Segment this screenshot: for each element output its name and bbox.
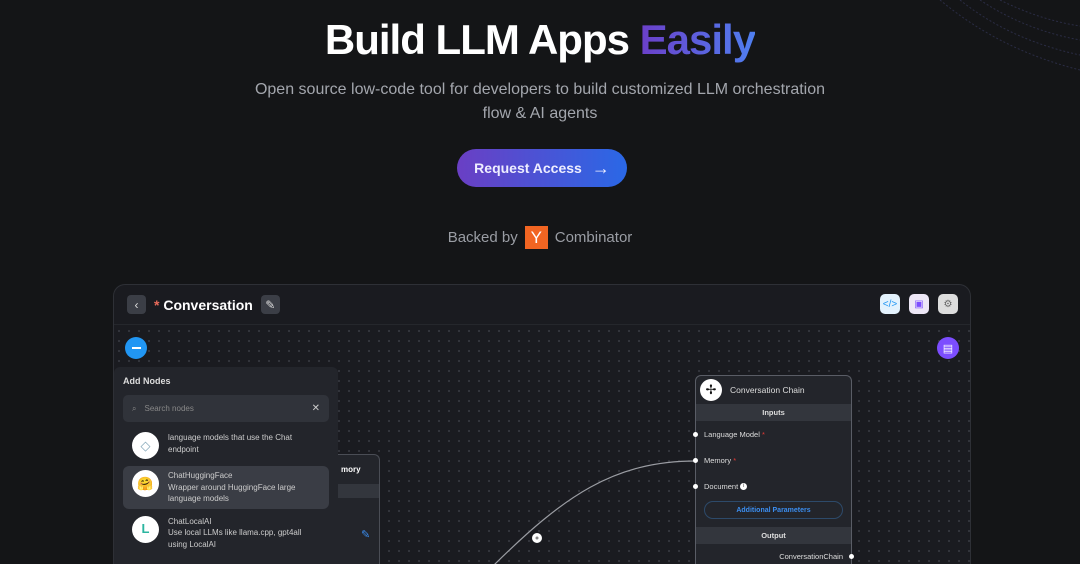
pencil-icon: ✎ (265, 297, 276, 312)
backed-prefix: Backed by (447, 229, 518, 246)
gear-icon[interactable]: ⚙ (938, 294, 958, 314)
node-desc: Wrapper around HuggingFace large languag… (168, 482, 296, 504)
conversation-chain-node[interactable]: ✢ Conversation Chain Inputs Language Mode… (693, 375, 854, 564)
localai-icon: L (132, 515, 159, 543)
node-list-item[interactable]: L ChatLocalAI Use local LLMs like llama.cp… (123, 512, 329, 555)
save-icon[interactable]: ▣ (909, 294, 929, 314)
hero-subtitle: Open source low-code tool for developers… (254, 81, 826, 122)
node-icon: ◇ (132, 432, 159, 459)
output-header: Output (696, 527, 851, 544)
request-access-button[interactable]: Request Access → (457, 149, 627, 187)
input-language-model[interactable]: Language Model * (693, 421, 851, 447)
back-button[interactable]: ‹ (127, 295, 146, 314)
code-icon[interactable]: </> (880, 294, 900, 314)
info-icon: i (740, 482, 748, 490)
cta-label: Request Access (474, 160, 582, 176)
edit-icon[interactable]: ✎ (361, 529, 371, 541)
app-header: ‹ * Conversation ✎ </> ▣ ⚙ (114, 285, 970, 325)
edge (494, 460, 697, 564)
required-marker: * (761, 429, 765, 439)
flow-canvas[interactable]: ▤ mory ✎ Add Nodes ⌕ Search nodes ✕ ◇ langua… (114, 326, 970, 564)
edit-title-button[interactable]: ✎ (260, 295, 280, 314)
input-document[interactable]: Document i (693, 473, 851, 499)
search-placeholder: Search nodes (144, 404, 194, 413)
input-memory[interactable]: Memory * (693, 447, 851, 473)
add-nodes-title: Add Nodes (123, 376, 171, 386)
inputs-header: Inputs (696, 404, 851, 421)
node-name: ChatHuggingFace (168, 471, 233, 480)
node-desc: language models that use the Chat endpoi… (168, 433, 293, 454)
decorative-arcs (939, 0, 1080, 71)
search-icon: ⌕ (132, 403, 137, 413)
clear-search-icon[interactable]: ✕ (311, 403, 320, 414)
backed-suffix: Combinator (554, 229, 633, 246)
node-title: Conversation Chain (730, 385, 805, 395)
modified-marker: * (154, 296, 160, 313)
minus-icon (131, 347, 141, 349)
search-nodes-input[interactable]: ⌕ Search nodes ✕ (123, 395, 329, 422)
backed-by: Backed by Y Combinator (0, 226, 1080, 249)
node-desc: Use local LLMs like llama.cpp, gpt4all u… (168, 528, 302, 549)
add-nodes-panel: Add Nodes ⌕ Search nodes ✕ ◇ language model… (114, 367, 338, 564)
flow-title: * Conversation (154, 297, 253, 313)
collapse-add-nodes-button[interactable] (125, 337, 147, 359)
port-label: Document (704, 481, 739, 491)
huggingface-icon: 🤗 (132, 470, 159, 497)
arrow-right-icon: → (591, 157, 610, 178)
additional-parameters-button[interactable]: Additional Parameters (704, 501, 843, 519)
app-window: ‹ * Conversation ✎ </> ▣ ⚙ ▤ mory ✎ Add N… (113, 284, 971, 564)
memory-node-title: mory (341, 465, 361, 474)
flow-title-text: Conversation (163, 296, 253, 313)
chain-icon: ✢ (700, 379, 722, 401)
hero-title: Build LLM Apps Easily (0, 16, 1080, 64)
yc-logo: Y (524, 226, 548, 249)
chat-button[interactable]: ▤ (937, 337, 959, 359)
output-conversation-chain[interactable]: ConversationChain (696, 552, 854, 564)
hero-title-accent: Easily (639, 16, 756, 63)
node-name: ChatLocalAI (168, 516, 212, 526)
port-label: Memory (704, 455, 732, 465)
port-label: Language Model (704, 429, 760, 439)
required-marker: * (733, 455, 737, 465)
memory-node[interactable]: mory ✎ (330, 454, 380, 564)
chat-icon: ▤ (942, 342, 954, 355)
hero-title-main: Build LLM Apps (324, 16, 630, 63)
node-list-item[interactable]: ◇ language models that use the Chat endpo… (123, 428, 329, 463)
